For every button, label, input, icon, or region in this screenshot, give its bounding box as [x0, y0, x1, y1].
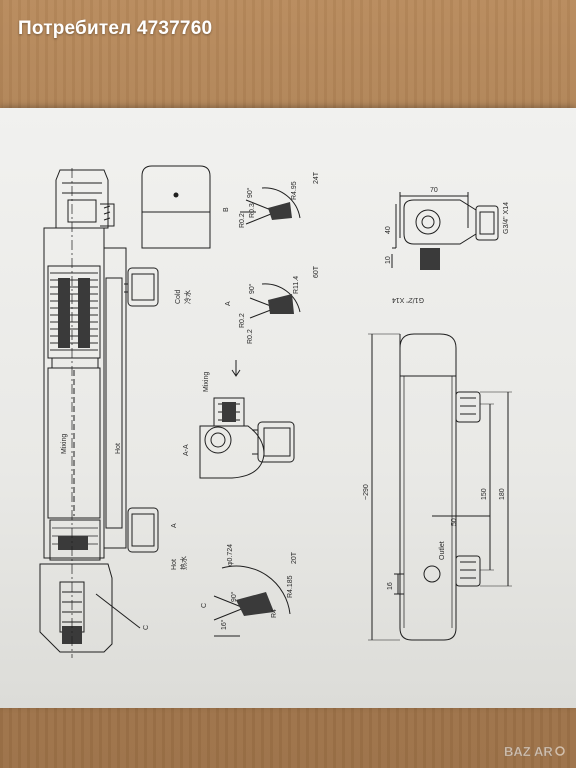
detail-c-label: C [201, 603, 208, 608]
detail-b-radius: R4.95 [291, 181, 298, 200]
detail-c-angle: 90° [230, 591, 238, 602]
detail-c-radius: R4.185 [287, 575, 294, 598]
dim-50: 50 [451, 518, 458, 526]
right-top-view [391, 192, 499, 270]
svg-text:BAZ: BAZ [504, 744, 531, 759]
section-c-label: C [143, 625, 150, 630]
detail-b-r02: R0.2 [239, 213, 246, 228]
detail-c-r4: R4 [271, 609, 278, 618]
aa-view [199, 360, 295, 479]
section-a-label: A [171, 523, 178, 528]
detail-a-radius: R11.4 [293, 276, 300, 294]
detail-b-r03: R0.3 [249, 203, 256, 218]
detail-b-teeth: 24T [313, 171, 320, 184]
detail-a-r02b: R0.2 [247, 329, 254, 344]
dim-180: 180 [499, 488, 506, 500]
technical-drawing: Mixing Hot Cold 冷水 Hot 热水 A C B 90° R0.2… [39, 165, 512, 658]
dim-290: ~290 [363, 484, 370, 500]
detail-b-angle: 90° [246, 187, 254, 198]
right-side-view [368, 333, 512, 641]
detail-c [213, 565, 291, 637]
detail-a-label: A [225, 301, 232, 306]
dim-g34: G3/4" X14 [503, 202, 510, 234]
svg-text:AR: AR [534, 744, 553, 759]
seller-name: Потребител 4737760 [18, 18, 213, 39]
detail-a-r02a: R0.2 [239, 313, 246, 328]
bazar-logo: BAZ AR [504, 744, 565, 759]
detail-a-angle: 90° [248, 283, 256, 294]
mixing-label: Mixing [61, 434, 68, 454]
hot-bottom-label: Hot [171, 559, 178, 570]
hot-label: Hot [115, 443, 122, 454]
detail-a-teeth: 60T [313, 265, 320, 278]
left-mixer-section [39, 168, 159, 658]
right-view-labels: 70 40 10 G3/4" X14 G1/2" X14 ~290 150 18… [363, 187, 510, 590]
detail-c-phi: φ0.724 [227, 544, 234, 566]
technical-drawing-sheet: Mixing Hot Cold 冷水 Hot 热水 A C B 90° R0.2… [0, 108, 576, 708]
aa-mixing-label: Mixing [203, 372, 210, 392]
dim-40: 40 [385, 226, 392, 234]
hot-cn-label: 热水 [179, 556, 188, 570]
detail-c-deg16: 16° [220, 619, 228, 630]
dim-70: 70 [430, 187, 438, 194]
aa-view-labels: Mixing A-A [183, 372, 210, 456]
detail-b-label: B [223, 207, 230, 212]
dim-16: 16 [387, 582, 394, 590]
detail-labels: B 90° R0.2 R0.3 R4.95 24T A 90° R0.2 R0.… [201, 171, 320, 630]
detail-c-teeth: 20T [291, 551, 298, 564]
cold-cn-label: 冷水 [183, 290, 192, 304]
cap-profile [141, 165, 211, 249]
outlet-label: Outlet [439, 541, 446, 560]
cold-label: Cold [175, 289, 182, 304]
dim-10: 10 [385, 256, 392, 264]
dim-150: 150 [481, 488, 488, 500]
detail-a [249, 283, 301, 319]
dim-g12: G1/2" X14 [392, 296, 424, 303]
detail-b [240, 187, 301, 225]
left-view-labels: Mixing Hot Cold 冷水 Hot 热水 A C [61, 289, 192, 630]
aa-section-label: A-A [183, 444, 190, 456]
